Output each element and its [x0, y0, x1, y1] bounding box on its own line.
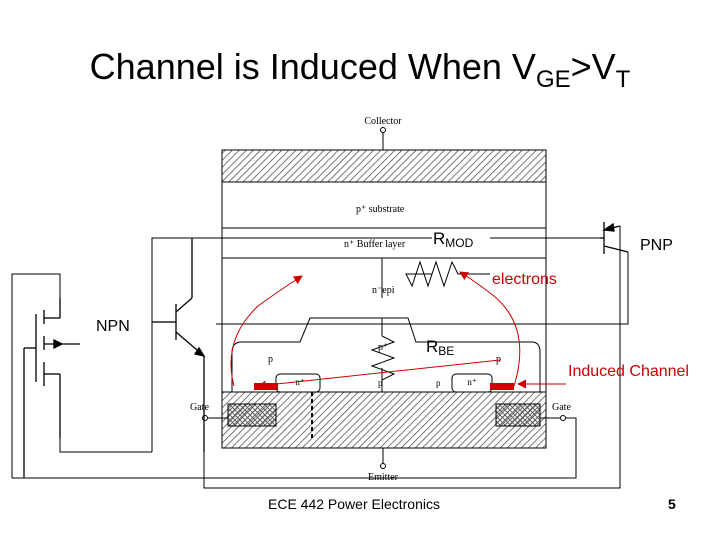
collector-terminal	[380, 127, 386, 133]
buffer-label: n⁺ Buffer layer	[344, 239, 406, 250]
electrons-label: electrons	[492, 271, 557, 288]
wire-gate-bottom	[12, 417, 577, 479]
collector-label: Collector	[364, 116, 402, 127]
rbe-resistor	[370, 318, 396, 388]
p-right-label: p	[496, 354, 501, 365]
p-lower-left-label: p	[378, 378, 383, 388]
footer-page-number: 5	[668, 496, 676, 512]
emitter-terminal	[380, 463, 386, 469]
gate-left-poly	[227, 403, 277, 427]
gate-right-poly	[495, 403, 541, 427]
footer-course: ECE 442 Power Electronics	[268, 496, 440, 512]
electron-arrow-left	[230, 275, 303, 387]
induced-channel-label: Induced Channel	[568, 363, 689, 380]
induced-channel-right-marker	[490, 383, 514, 390]
channel-arrow	[257, 359, 501, 390]
rbe-label: RBE	[426, 337, 454, 358]
p-plus-label: p⁺	[378, 342, 388, 353]
rmod-label: RMOD	[433, 229, 474, 250]
wire-gate-outer	[11, 273, 61, 478]
substrate-label: p⁺ substrate	[356, 204, 405, 215]
gate-left-label: Gate	[190, 402, 209, 413]
p-left-label: p	[268, 354, 273, 365]
pnp-transistor	[600, 222, 629, 254]
gate-right-label: Gate	[552, 402, 571, 413]
equivalent-circuit	[11, 226, 629, 489]
n-plus-right-label: n⁺	[467, 377, 477, 387]
electron-paths	[230, 271, 566, 390]
wire-emitter	[203, 226, 621, 489]
pnp-label: PNP	[640, 237, 673, 254]
npn-label: NPN	[96, 318, 130, 335]
gate-left-terminal	[202, 415, 208, 421]
npn-transistor	[152, 238, 206, 452]
wire-pnp-collector	[216, 252, 629, 325]
n-epi-label: n⁻epi	[372, 285, 395, 296]
electron-arrow-right	[459, 271, 521, 387]
rmod-resistor	[405, 260, 490, 288]
gate-right-terminal	[560, 415, 566, 421]
p-lower-right-label: p	[436, 378, 441, 388]
mosfet-symbol	[23, 298, 80, 478]
substrate-layer	[221, 181, 547, 229]
induced-channel-left-marker	[254, 383, 278, 390]
collector-metal	[221, 149, 547, 183]
wire-mos-source	[59, 438, 152, 453]
wire-collector-left	[151, 237, 432, 452]
slide-title: Channel is Induced When VGE>VT	[89, 46, 631, 93]
n-plus-left-label: n⁺	[295, 377, 305, 387]
